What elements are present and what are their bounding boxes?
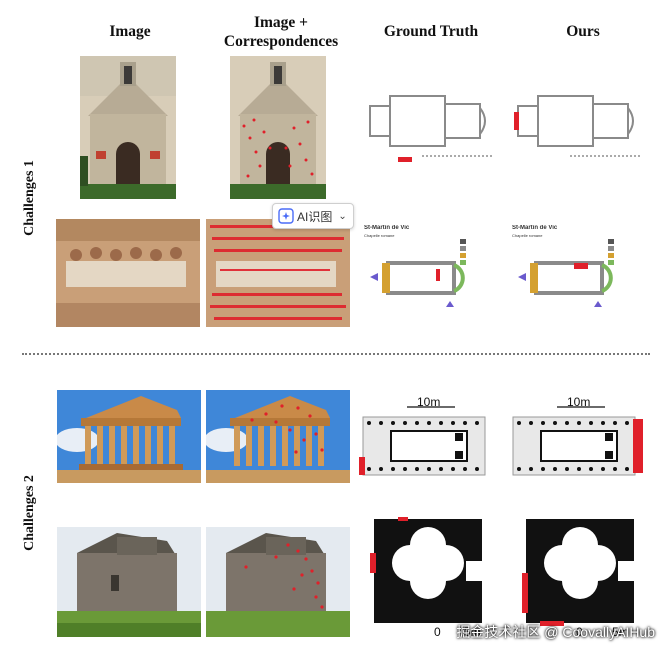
ai-recognize-label: AI识图 — [297, 209, 333, 224]
church-photo — [57, 527, 201, 637]
chapel-correspondences — [230, 56, 326, 199]
chapel-ground-truth-plan — [360, 86, 496, 166]
fresco-correspondences — [206, 219, 350, 327]
header-ours: Ours — [566, 23, 600, 40]
temple-correspondences — [206, 390, 350, 483]
scale-5m-gt: 5m — [464, 625, 481, 639]
chevron-down-icon[interactable]: ⌄ — [338, 210, 347, 222]
temple-ground-truth-plan: 10m — [355, 393, 495, 488]
stmartin-subtitle-ours: Chapelle romane — [512, 233, 543, 238]
temple-ours-plan: 10m — [505, 393, 650, 488]
stmartin-ours-plan: St-Martin de Vic Chapelle romane — [508, 225, 648, 325]
header-image: Image — [109, 23, 151, 40]
header-ground-truth: Ground Truth — [383, 23, 479, 40]
header-image-correspondences: Image + Correspondences — [214, 13, 348, 51]
scale-0-gt: 0 — [434, 625, 441, 639]
church-correspondences — [206, 527, 350, 637]
temple-photo — [57, 390, 201, 483]
stmartin-ground-truth-plan: St-Martin de Vic Chapelle romane — [360, 225, 500, 325]
chapel-ours-plan — [508, 86, 644, 166]
scale-5m-ours: 5m — [612, 625, 629, 639]
church-ground-truth-plan: 0 5m — [368, 513, 488, 641]
chapel-photo — [80, 56, 176, 199]
stmartin-title-gt: St-Martin de Vic — [364, 225, 410, 231]
scale-10m-ours: 10m — [567, 395, 591, 409]
stmartin-title-ours: St-Martin de Vic — [512, 225, 558, 231]
ai-sparkle-icon — [278, 208, 294, 224]
church-ours-plan: 0 5m — [520, 513, 640, 641]
watermark: 掘金技术社区 @ CoovallyAIHub — [456, 624, 655, 640]
section-divider — [22, 353, 650, 355]
scale-10m-gt: 10m — [417, 395, 441, 409]
header-image-correspondences-line2: Correspondences — [223, 33, 339, 50]
fresco-photo — [56, 219, 200, 327]
row-label-challenges-2: Challenges 2 — [22, 475, 37, 551]
row-label-challenges-1: Challenges 1 — [22, 160, 37, 236]
stmartin-subtitle-gt: Chapelle romane — [364, 233, 395, 238]
ai-recognize-button[interactable]: AI识图 ⌄ — [272, 203, 354, 229]
scale-0-ours: 0 — [576, 625, 583, 639]
header-image-correspondences-line1: Image + — [253, 14, 309, 31]
